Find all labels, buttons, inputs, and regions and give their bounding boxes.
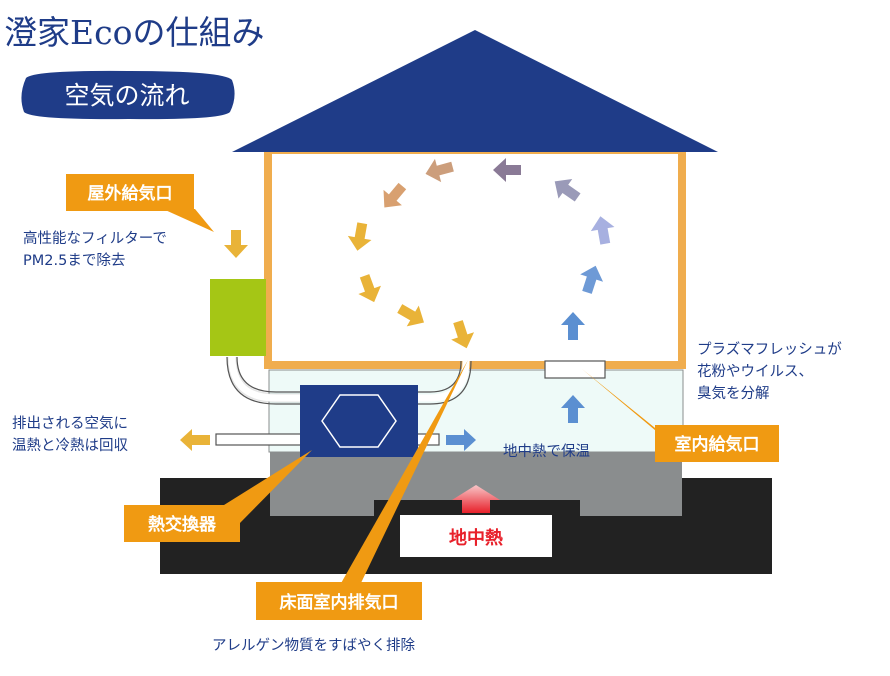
filter-unit [210, 279, 266, 356]
subtitle-badge [21, 70, 235, 120]
circulation-arrow-2 [590, 216, 615, 245]
floor-exhaust-label: 床面室内排気口 [280, 592, 399, 613]
intake-arrow [224, 230, 248, 258]
circulation-arrow-8 [358, 274, 381, 303]
exhaust-note-line-2: 温熱と冷熱は回収 [12, 437, 128, 454]
floor-exhaust-tail [340, 360, 468, 585]
geothermal-keep-warm-note: 地中熱で保温 [503, 443, 590, 460]
circulation-arrow-10 [451, 320, 475, 349]
subtitle: 空気の流れ [64, 81, 189, 110]
plasma-note-line-3: 臭気を分解 [697, 385, 770, 402]
exhaust-note-line-1: 排出される空気に [12, 415, 128, 432]
house-frame [264, 146, 686, 369]
supply-rise-arrow-2 [561, 312, 585, 340]
circulation-arrow-4 [493, 158, 521, 182]
heat-exchanger-callout [124, 505, 240, 542]
circulation-arrow-7 [347, 222, 372, 251]
floor-exhaust-callout [256, 582, 422, 620]
outdoor-intake-tail [163, 209, 214, 232]
plasma-note-line-2: 花粉やウイルス、 [697, 363, 813, 380]
circulation-arrow-5 [425, 158, 454, 183]
geothermal-box [400, 515, 552, 557]
supply-rise-arrow-1 [561, 395, 585, 423]
hexagon-icon [321, 394, 397, 448]
heat-exchanger-label: 熱交換器 [148, 514, 217, 535]
exhaust-duct [416, 360, 470, 402]
circulation-arrow-1 [580, 265, 604, 294]
indoor-supply-vent [544, 360, 606, 379]
crawl-supply-arrow [446, 429, 476, 451]
exhaust-out-arrow [180, 429, 210, 451]
outdoor-intake-callout [66, 174, 194, 211]
roof [232, 30, 718, 152]
indoor-supply-tail [582, 369, 674, 446]
heat-exchanger-tail [224, 450, 312, 525]
circulation-arrow-6 [383, 182, 407, 208]
geothermal-heat-arrow [452, 485, 500, 513]
circulation-arrow-3 [554, 179, 581, 202]
geothermal-label: 地中熱 [449, 527, 503, 549]
outdoor-intake-label: 屋外給気口 [88, 183, 173, 204]
filter-note-line-1: 高性能なフィルターで [23, 230, 167, 247]
circulation-arrow-9 [397, 304, 424, 327]
indoor-supply-callout [655, 425, 779, 462]
indoor-supply-label: 室内給気口 [675, 434, 760, 455]
page-title: 澄家Ecoの仕組み [4, 13, 264, 52]
plasma-note-line-1: プラズマフレッシュが [697, 341, 842, 358]
foundation [270, 450, 682, 516]
allergen-note: アレルゲン物質をすばやく排除 [212, 636, 415, 654]
filter-note-line-2: PM2.5まで除去 [23, 252, 125, 269]
exhaust-pipe [215, 433, 303, 446]
